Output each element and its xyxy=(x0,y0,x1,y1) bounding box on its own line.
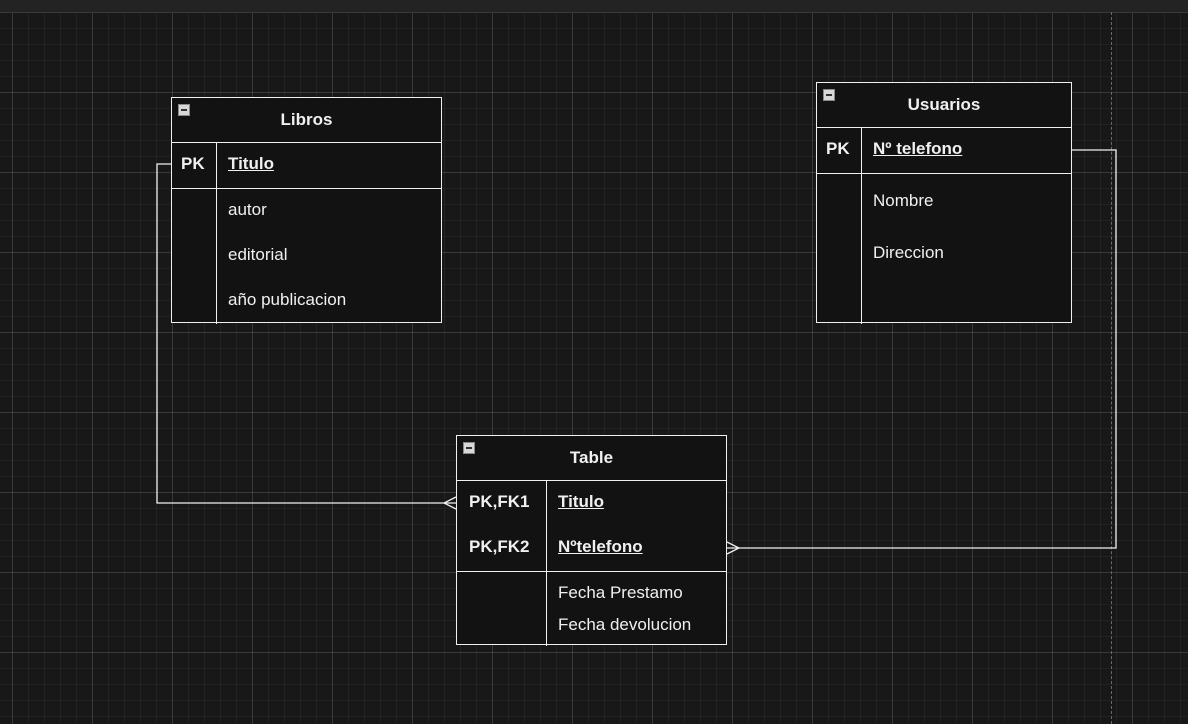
field-column: Nº telefono xyxy=(862,128,1071,173)
entity-libros-header[interactable]: Libros xyxy=(172,98,441,143)
crows-foot-libros-table xyxy=(442,496,457,510)
key-label-fk1: PK,FK1 xyxy=(469,492,530,511)
toolbar-edge xyxy=(0,0,1188,13)
key-label: PK xyxy=(826,139,850,158)
page-boundary-guide xyxy=(1111,12,1112,724)
crows-foot-usuarios-table xyxy=(726,541,741,555)
field-fecha-devolucion[interactable]: Fecha devolucion xyxy=(558,615,692,634)
field-editorial[interactable]: editorial xyxy=(228,245,288,264)
field-empty[interactable] xyxy=(862,284,1071,320)
field-titulo[interactable]: Titulo xyxy=(558,492,604,511)
key-column: PK xyxy=(172,143,217,188)
collapse-icon[interactable] xyxy=(178,104,190,116)
entity-table[interactable]: Table PK,FK1 PK,FK2 Titulo Nºtelefono Fe… xyxy=(456,435,727,646)
entity-usuarios-attributes: Nombre Direccion xyxy=(817,174,1071,324)
field-titulo[interactable]: Titulo xyxy=(228,154,274,173)
entity-table-header[interactable]: Table xyxy=(457,436,726,481)
field-autor[interactable]: autor xyxy=(228,200,267,219)
field-ano-publicacion[interactable]: año publicacion xyxy=(228,290,347,309)
key-column: PK,FK1 PK,FK2 xyxy=(457,481,547,571)
field-nombre[interactable]: Nombre xyxy=(873,191,934,210)
entity-libros-title: Libros xyxy=(280,110,333,129)
entity-table-attributes: Fecha Prestamo Fecha devolucion xyxy=(457,572,726,646)
entity-table-keys: PK,FK1 PK,FK2 Titulo Nºtelefono xyxy=(457,481,726,572)
field-telefono[interactable]: Nºtelefono xyxy=(558,537,643,556)
key-column xyxy=(457,572,547,646)
entity-table-title: Table xyxy=(569,448,614,467)
key-column xyxy=(817,174,862,324)
key-label-fk2: PK,FK2 xyxy=(469,537,530,556)
key-label: PK xyxy=(181,154,205,173)
collapse-icon[interactable] xyxy=(463,442,475,454)
relationship-usuarios-table[interactable] xyxy=(727,149,1117,549)
key-column xyxy=(172,189,217,324)
entity-usuarios[interactable]: Usuarios PK Nº telefono Nombre Direccion xyxy=(816,82,1072,324)
collapse-icon[interactable] xyxy=(823,89,835,101)
entity-libros-keys: PK Titulo xyxy=(172,143,441,189)
entity-usuarios-header[interactable]: Usuarios xyxy=(817,83,1071,128)
field-telefono[interactable]: Nº telefono xyxy=(873,139,963,158)
entity-libros-attributes: autor editorial año publicacion xyxy=(172,189,441,324)
entity-usuarios-keys: PK Nº telefono xyxy=(817,128,1071,174)
key-column: PK xyxy=(817,128,862,173)
field-column: Fecha Prestamo Fecha devolucion xyxy=(547,572,726,646)
field-column: autor editorial año publicacion xyxy=(217,189,441,324)
field-direccion[interactable]: Direccion xyxy=(873,243,944,262)
field-fecha-prestamo[interactable]: Fecha Prestamo xyxy=(558,583,683,602)
field-column: Titulo xyxy=(217,143,441,188)
field-column: Titulo Nºtelefono xyxy=(547,481,726,571)
entity-libros[interactable]: Libros PK Titulo autor editorial año pub… xyxy=(171,97,442,324)
field-column: Nombre Direccion xyxy=(862,174,1071,324)
relationship-libros-table[interactable] xyxy=(156,163,456,504)
entity-usuarios-title: Usuarios xyxy=(907,95,981,114)
